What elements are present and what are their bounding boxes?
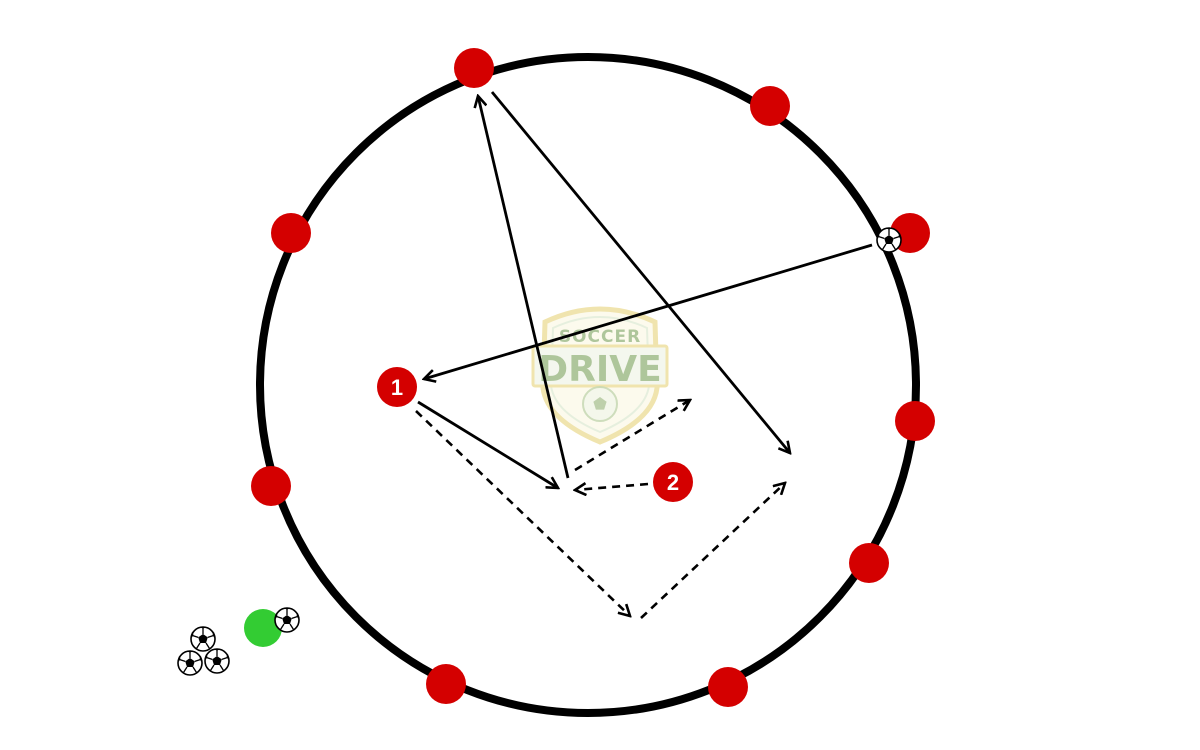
run-arrow [574,400,690,472]
player-1-label: 1 [391,375,403,400]
pass-arrow [490,91,790,453]
player-1-marker: 1 [377,367,417,407]
run-lines [415,400,785,619]
pass-arrow [478,96,570,479]
soccer-ball-icon [177,650,203,676]
soccer-ball-icon [204,648,230,674]
perimeter-player [708,667,748,707]
coach-marker [244,609,282,647]
run-arrow [640,483,785,619]
soccer-ball-icon [876,227,902,253]
perimeter-player [271,213,311,253]
perimeter-player [750,86,790,126]
perimeter-player [454,48,494,88]
perimeter-player [895,401,935,441]
pass-arrow [417,400,558,488]
run-arrow [415,410,630,616]
training-circle [256,53,920,717]
perimeter-player [849,543,889,583]
perimeter-player [426,664,466,704]
soccer-ball-icon [190,626,216,652]
soccer-ball-icon [274,607,300,633]
ball-supply [177,626,230,676]
run-arrow [575,484,649,490]
perimeter-players [251,48,935,707]
pass-lines [417,91,873,488]
player-2-label: 2 [667,470,679,495]
pass-arrow [424,243,873,379]
player-2-marker: 2 [653,462,693,502]
watermark-logo: SOCCER DRIVE [531,306,669,445]
watermark-ball-icon [582,386,618,422]
perimeter-player [251,466,291,506]
watermark-main-text: DRIVE [538,349,661,390]
watermark-top-text: SOCCER [559,327,641,347]
